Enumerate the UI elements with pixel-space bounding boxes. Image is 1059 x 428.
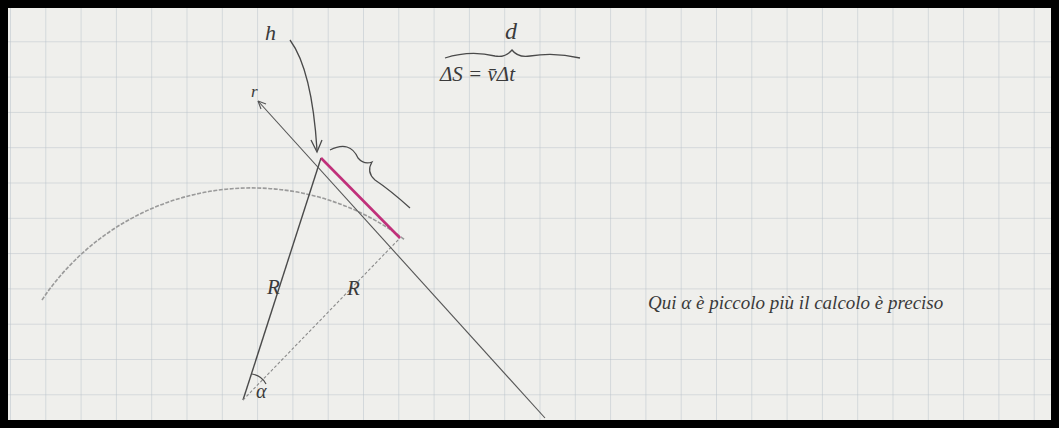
leader-arrow bbox=[290, 40, 317, 150]
brace bbox=[330, 146, 410, 208]
paper bbox=[8, 8, 1051, 420]
formula-label: ΔS = v̄Δt bbox=[440, 62, 515, 86]
arrow-head bbox=[311, 140, 322, 152]
radius-label: R bbox=[347, 276, 360, 300]
arrow-tip bbox=[258, 101, 266, 109]
grid bbox=[8, 8, 1051, 420]
tangent-line bbox=[258, 101, 545, 418]
point-label: h bbox=[265, 20, 276, 45]
radius-line bbox=[243, 238, 400, 400]
circle-arc bbox=[42, 188, 405, 300]
tangent-segment bbox=[321, 158, 400, 238]
note-text: Qui α è piccolo più il calcolo è preciso bbox=[648, 292, 948, 314]
arrow-label: r bbox=[251, 82, 258, 102]
radius-label: R bbox=[267, 275, 280, 299]
angle-label: α bbox=[256, 380, 267, 403]
dimension-label: d bbox=[505, 18, 517, 46]
radius-line bbox=[243, 158, 321, 400]
brace bbox=[445, 50, 580, 58]
